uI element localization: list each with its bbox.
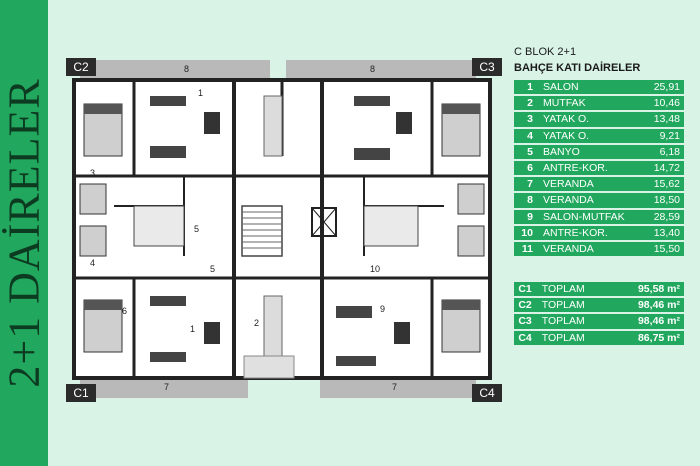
room-area: 9,21 — [640, 127, 684, 145]
total-unit: C4 — [514, 329, 538, 347]
total-unit: C3 — [514, 313, 538, 331]
room-number: 3 — [514, 111, 539, 129]
room-name: BANYO — [538, 143, 641, 161]
room-number: 8 — [514, 192, 539, 210]
room-number: 11 — [514, 240, 539, 259]
plan-number: 5 — [210, 264, 215, 274]
unit-label-c4: C4 — [472, 384, 502, 402]
floor-plan: 8 8 1 1 3 4 5 5 6 2 7 10 9 7 — [72, 60, 492, 398]
plan-number: 5 — [194, 224, 199, 234]
room-area: 13,40 — [640, 224, 684, 242]
plan-number: 8 — [370, 64, 375, 74]
kitchen-strip-top — [263, 95, 283, 157]
plan-number: 10 — [370, 264, 380, 274]
room-name: ANTRE-KOR. — [538, 224, 641, 242]
total-unit: C1 — [514, 282, 538, 299]
room-name: MUTFAK — [538, 95, 641, 113]
room-area: 13,48 — [640, 111, 684, 129]
unit-label-c1: C1 — [66, 384, 96, 402]
room-name: YATAK O. — [538, 111, 641, 129]
total-area: 98,46 m² — [625, 313, 684, 331]
room-name: VERANDA — [538, 240, 641, 259]
kitchen-strip-bottom — [263, 295, 283, 357]
room-name: YATAK O. — [538, 127, 641, 145]
room-area: 10,46 — [640, 95, 684, 113]
terrace-top-right — [286, 60, 476, 78]
terrace-bottom-left — [80, 378, 248, 398]
room-area: 14,72 — [640, 159, 684, 178]
room-area: 25,91 — [640, 80, 684, 97]
room-number: 4 — [514, 127, 539, 145]
room-area: 6,18 — [640, 143, 684, 161]
plan-number: 9 — [380, 304, 385, 314]
total-label: TOPLAM — [537, 297, 626, 315]
room-name: SALON-MUTFAK — [538, 208, 641, 226]
plan-number: 2 — [254, 318, 259, 328]
room-area: 28,59 — [640, 208, 684, 226]
plan-number: 3 — [90, 168, 95, 178]
total-label: TOPLAM — [537, 282, 626, 299]
unit-label-c2: C2 — [66, 58, 96, 76]
plan-number: 4 — [90, 258, 95, 268]
bottom-entry-hatch — [243, 355, 295, 379]
unit-label-c3: C3 — [472, 58, 502, 76]
bathroom-left — [133, 205, 185, 247]
room-area: 15,50 — [640, 240, 684, 259]
room-area: 18,50 — [640, 192, 684, 210]
total-label: TOPLAM — [537, 313, 626, 331]
room-name: VERANDA — [538, 176, 641, 194]
title-band: 2+1 DAİRELER — [0, 0, 49, 466]
total-unit: C2 — [514, 297, 538, 315]
room-number: 10 — [514, 224, 539, 242]
total-label: TOPLAM — [537, 329, 626, 347]
elevator — [311, 207, 337, 237]
plan-number: 7 — [164, 382, 169, 392]
room-number: 5 — [514, 143, 539, 161]
room-number: 7 — [514, 176, 539, 194]
room-number: 1 — [514, 80, 539, 97]
terrace-bottom-right — [320, 378, 476, 398]
terrace-top-left — [80, 60, 270, 78]
plan-number: 8 — [184, 64, 189, 74]
plan-number: 1 — [198, 88, 203, 98]
total-area: 95,58 m² — [625, 282, 684, 299]
plan-number: 6 — [122, 306, 127, 316]
room-number: 6 — [514, 159, 539, 178]
room-number: 9 — [514, 208, 539, 226]
room-number: 2 — [514, 95, 539, 113]
room-name: SALON — [538, 80, 641, 97]
plan-number: 7 — [392, 382, 397, 392]
total-area: 98,46 m² — [625, 297, 684, 315]
total-area: 86,75 m² — [625, 329, 684, 347]
bathroom-right — [363, 205, 419, 247]
room-name: VERANDA — [538, 192, 641, 210]
plan-number: 1 — [190, 324, 195, 334]
block-title: C BLOK 2+1 — [514, 46, 577, 58]
room-name: ANTRE-KOR. — [538, 159, 641, 178]
vertical-title: 2+1 DAİRELER — [0, 78, 49, 388]
floor-title: BAHÇE KATI DAİRELER — [514, 62, 641, 74]
room-area: 15,62 — [640, 176, 684, 194]
